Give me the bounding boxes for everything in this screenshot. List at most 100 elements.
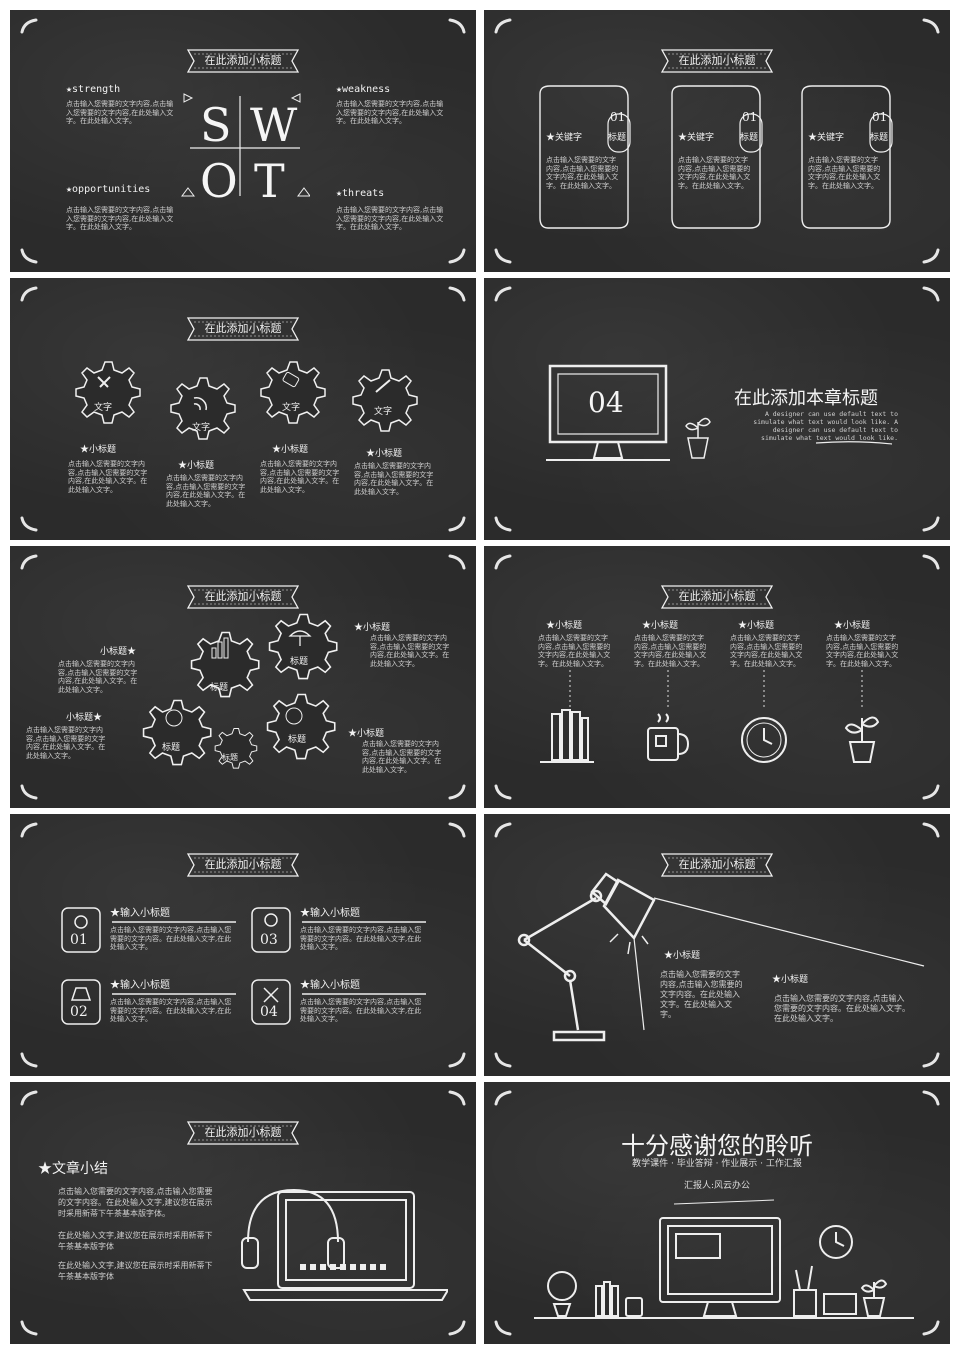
cluster-sub-2: 小标题★ bbox=[66, 713, 103, 723]
cluster-gear-2-label: 标题 bbox=[290, 657, 309, 667]
gear-3-text: 点击输入您需要的文字内容,点击输入您需要的文字内容,在此处输入文字。在此处输入文… bbox=[260, 460, 340, 494]
books-icon bbox=[540, 709, 594, 763]
chapter-number: 04 bbox=[588, 386, 624, 419]
thanks-reporter: 汇报人:风云办公 bbox=[683, 1181, 751, 1191]
cluster-sub-1: 小标题★ bbox=[100, 647, 137, 657]
col-2-text: 点击输入您需要的文字内容,点击输入您需要的文字内容,在此处输入文字。在此处输入文… bbox=[634, 634, 707, 668]
list-text-4: 点击输入您需要的文字内容,点击输入您需要的文字内容。在此处输入文字,在此处输入文… bbox=[300, 998, 422, 1023]
list-num-01: 01 bbox=[70, 932, 88, 948]
swot-weakness-text: 点击输入您需要的文字内容,点击输入您需要的文字内容,在此处输入文字。在此处输入文… bbox=[336, 100, 444, 125]
list-sub-1: ★输入小标题 bbox=[110, 908, 170, 919]
col-3-text: 点击输入您需要的文字内容,点击输入您需要的文字内容,在此处输入文字。在此处输入文… bbox=[730, 634, 803, 668]
ribbon-title: 在此添加小标题 bbox=[184, 44, 302, 78]
thanks-tags: 教学课件 · 毕业答辩 · 作业展示 · 工作汇报 bbox=[632, 1159, 802, 1169]
ribbon-title: 在此添加小标题 bbox=[184, 312, 302, 346]
cluster-text-1: 点击输入您需要的文字内容,点击输入您需要的文字内容,在此处输入文字。在此处输入文… bbox=[58, 660, 138, 694]
swot-cross-lines bbox=[181, 93, 310, 197]
gear-cluster bbox=[142, 613, 338, 769]
slide-gears-row[interactable]: 在此添加小标题 文字 文字 文字 文字 ★小标题 点击输入您需要的文字内容,点击… bbox=[10, 278, 476, 540]
card-1-label: 标题 bbox=[608, 133, 627, 143]
ribbon-title: 在此添加小标题 bbox=[658, 580, 776, 614]
ribbon-title: 在此添加小标题 bbox=[184, 848, 302, 882]
list-text-3: 点击输入您需要的文字内容,点击输入您需要的文字内容。在此处输入文字,在此处输入文… bbox=[300, 926, 422, 951]
gear-3-sub: ★小标题 bbox=[272, 445, 309, 455]
card-3-text: 点击输入您需要的文字内容,点击输入您需要的文字内容,在此处输入文字。在此处输入文… bbox=[808, 156, 881, 190]
slide-four-icons[interactable]: 在此添加小标题 ★小标题 点击输入您需要的文字内容,点击输入您需要的文字内容,在… bbox=[484, 546, 950, 808]
card-3-label: 标题 bbox=[870, 133, 889, 143]
ribbon-title: 在此添加小标题 bbox=[658, 848, 776, 882]
swot-weakness-heading: ★weakness bbox=[336, 84, 391, 95]
clock-icon bbox=[819, 1225, 853, 1259]
cluster-sub-4: ★小标题 bbox=[348, 729, 385, 739]
gear-4-label: 文字 bbox=[374, 407, 393, 417]
card-1-num: 01 bbox=[610, 110, 626, 124]
swot-threats-heading: ★threats bbox=[336, 188, 385, 199]
swot-letter-w: W bbox=[250, 98, 298, 152]
slide-chapter[interactable]: 04 在此添加本章标题 A designer can use default t… bbox=[484, 278, 950, 540]
list-num-03: 03 bbox=[260, 932, 278, 948]
mug-icon bbox=[647, 713, 690, 761]
cluster-gear-3-label: 标题 bbox=[162, 743, 181, 753]
summary-p2: 在此处输入文字,建议您在展示时采用新蒂下午茶基本版字体 bbox=[58, 1231, 213, 1251]
list-sub-4: ★输入小标题 bbox=[300, 980, 360, 991]
cluster-gear-5-label: 标题 bbox=[222, 753, 238, 762]
clock-icon bbox=[741, 717, 787, 763]
monitor-icon bbox=[546, 364, 711, 461]
cluster-gear-1-label: 标题 bbox=[210, 683, 229, 693]
ribbon-title: 在此添加小标题 bbox=[184, 1116, 302, 1150]
slide-numbered-list[interactable]: 在此添加小标题 01 02 03 04 ★输入小标题 点击输入您需要的文字内容,… bbox=[10, 814, 476, 1076]
gear-2-label: 文字 bbox=[192, 423, 211, 433]
gear-1-text: 点击输入您需要的文字内容,点击输入您需要的文字内容,在此处输入文字。在此处输入文… bbox=[68, 460, 148, 494]
swot-opportunities-text: 点击输入您需要的文字内容,点击输入您需要的文字内容,在此处输入文字。在此处输入文… bbox=[66, 206, 174, 231]
list-num-02: 02 bbox=[70, 1004, 88, 1020]
slide-gear-cluster[interactable]: 在此添加小标题 标题 标题 标题 标题 标题 小标题★ 点击输入您需要的文字内容… bbox=[10, 546, 476, 808]
slide-thanks[interactable]: 十分感谢您的聆听 教学课件 · 毕业答辩 · 作业展示 · 工作汇报 汇报人:风… bbox=[484, 1082, 950, 1344]
lamp-sub-1: ★小标题 bbox=[664, 951, 701, 961]
ribbon-title: 在此添加小标题 bbox=[658, 44, 776, 78]
pencil-cup-icon bbox=[793, 1289, 817, 1317]
star-icon: ★ bbox=[336, 84, 343, 95]
globe-icon bbox=[547, 1271, 577, 1301]
col-4-text: 点击输入您需要的文字内容,点击输入您需要的文字内容,在此处输入文字。在此处输入文… bbox=[826, 634, 899, 668]
cluster-text-2: 点击输入您需要的文字内容,点击输入您需要的文字内容,在此处输入文字。在此处输入文… bbox=[26, 726, 106, 760]
swot-threats-text: 点击输入您需要的文字内容,点击输入您需要的文字内容,在此处输入文字。在此处输入文… bbox=[336, 206, 444, 231]
lamp-text-2: 点击输入您需要的文字内容,点击输入您需要的文字内容。在此处输入文字。在此处输入文… bbox=[774, 994, 910, 1023]
cluster-gear-4-label: 标题 bbox=[288, 735, 307, 745]
apple-icon bbox=[74, 915, 88, 929]
icon-row bbox=[540, 670, 880, 763]
desk-scene-icon bbox=[534, 1199, 914, 1319]
col-4-sub: ★小标题 bbox=[834, 621, 871, 631]
cluster-text-3: 点击输入您需要的文字内容,点击输入您需要的文字内容,在此处输入文字。在此处输入文… bbox=[370, 634, 450, 668]
slide-swot[interactable]: 在此添加小标题 ★strength 点击输入您需要的文字内容,点击输入您需要的文… bbox=[10, 10, 476, 272]
gear-3-label: 文字 bbox=[282, 403, 301, 413]
slide-keywords[interactable]: 在此添加小标题 ★关键字 点击输入您需要的文字内容,点击输入您需要的文字内容,在… bbox=[484, 10, 950, 272]
star-icon: ★ bbox=[336, 188, 343, 199]
cluster-text-4: 点击输入您需要的文字内容,点击输入您需要的文字内容,在此处输入文字。在此处输入文… bbox=[362, 740, 442, 774]
card-2-text: 点击输入您需要的文字内容,点击输入您需要的文字内容,在此处输入文字。在此处输入文… bbox=[678, 156, 751, 190]
list-text-2: 点击输入您需要的文字内容,点击输入您需要的文字内容。在此处输入文字,在此处输入文… bbox=[110, 998, 232, 1023]
card-3-num: 01 bbox=[872, 110, 888, 124]
card-3-keyword: ★关键字 bbox=[808, 133, 845, 143]
card-1-keyword: ★关键字 bbox=[546, 133, 583, 143]
col-2-sub: ★小标题 bbox=[642, 621, 679, 631]
plant-icon bbox=[844, 716, 880, 763]
slide-summary[interactable]: 在此添加小标题 ★文章小结 点击输入您需要的文字内容,点击输入您需要的文字内容。… bbox=[10, 1082, 476, 1344]
summary-p1: 点击输入您需要的文字内容,点击输入您需要的文字内容。在此处输入文字,建议您在展示… bbox=[58, 1187, 213, 1218]
lamp-text-1: 点击输入您需要的文字内容,点击输入您需要的文字内容。在此处输入文字。在此处输入文… bbox=[660, 970, 743, 1019]
slide-lamp[interactable]: 在此添加小标题 ★小标题 点击输入您需要的文字内容,点击输入您需要的文字内容。在… bbox=[484, 814, 950, 1076]
chapter-underline bbox=[815, 441, 893, 445]
swot-strength-text: 点击输入您需要的文字内容,点击输入您需要的文字内容,在此处输入文字。在此处输入文… bbox=[66, 100, 174, 125]
card-2-keyword: ★关键字 bbox=[678, 133, 715, 143]
laptop-headphones-icon bbox=[241, 1188, 448, 1301]
card-1-text: 点击输入您需要的文字内容,点击输入您需要的文字内容,在此处输入文字。在此处输入文… bbox=[546, 156, 619, 190]
list-text-1: 点击输入您需要的文字内容,点击输入您需要的文字内容。在此处输入文字,在此处输入文… bbox=[110, 926, 232, 951]
list-num-04: 04 bbox=[260, 1004, 278, 1020]
col-1-sub: ★小标题 bbox=[546, 621, 583, 631]
star-icon: ★ bbox=[66, 84, 73, 95]
gear-1-sub: ★小标题 bbox=[80, 445, 117, 455]
thanks-title: 十分感谢您的聆听 bbox=[621, 1132, 813, 1160]
summary-title: ★文章小结 bbox=[38, 1161, 108, 1177]
swot-letter-t: T bbox=[254, 154, 285, 208]
gear-row bbox=[75, 361, 418, 440]
card-2-label: 标题 bbox=[740, 133, 759, 143]
